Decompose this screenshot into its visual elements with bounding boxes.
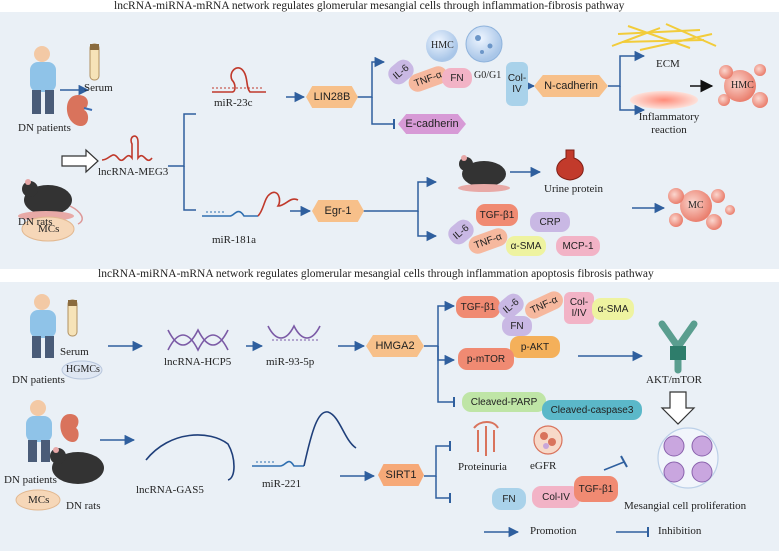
pill-crp: CRP <box>530 212 570 232</box>
label-inflammatory-reaction: Inflammatory reaction <box>638 111 700 136</box>
pill-tgf-b1-bottom: TGF-β1 <box>456 296 500 318</box>
pill-fn-top: FN <box>442 68 472 88</box>
pill-p-mtor: p-mTOR <box>458 348 514 370</box>
label-mcs-bottom: MCs <box>28 494 50 506</box>
pill-fn-bottom-b: FN <box>492 488 526 510</box>
panel-bottom-background <box>0 282 779 551</box>
label-mesangial-proliferation: Mesangial cell proliferation <box>624 500 747 512</box>
label-mir-221: miR-221 <box>262 478 302 490</box>
label-serum-top: Serum <box>84 82 113 94</box>
label-lncrna-gas5: lncRNA-GAS5 <box>136 484 204 496</box>
label-mir-23c: miR-23c <box>214 97 253 109</box>
label-lncrna-hcp5: lncRNA-HCP5 <box>164 356 232 368</box>
pill-col-i-iv: Col-I/IV <box>564 292 594 324</box>
node-hmga2: HMGA2 <box>366 335 424 357</box>
legend-inhibition-label: Inhibition <box>658 525 702 537</box>
pill-fn-bottom: FN <box>502 316 532 336</box>
label-serum-bottom: Serum <box>60 346 89 358</box>
pill-mcp-1: MCP-1 <box>556 236 600 256</box>
label-dn-patients-bottom: DN patients <box>12 374 65 386</box>
legend-promotion-label: Promotion <box>530 525 577 537</box>
panel-top-background <box>0 12 779 269</box>
node-lin28b: LIN28B <box>306 86 358 108</box>
node-n-cadherin: N-cadherin <box>534 75 608 97</box>
label-dn-patients-bottom-2: DN patients <box>4 474 57 486</box>
label-urine-protein: Urine protein <box>544 183 603 195</box>
label-mcs-top: MCs <box>38 223 60 235</box>
label-akt-mtor: AKT/mTOR <box>646 374 703 386</box>
label-dn-rats-bottom: DN rats <box>66 500 101 512</box>
label-dn-patients-top: DN patients <box>18 122 71 134</box>
panel-bottom-title: lncRNA-miRNA-mRNA network regulates glom… <box>98 268 654 280</box>
label-g0-g1: G0/G1 <box>474 70 502 81</box>
label-hmc-result: HMC <box>731 80 754 91</box>
pill-tgf-b1-bottom-b: TGF-β1 <box>574 476 618 502</box>
pill-a-sma-top: α-SMA <box>506 236 546 256</box>
label-egfr: eGFR <box>530 460 557 472</box>
pill-col-iv-bottom: Col-IV <box>532 486 580 508</box>
label-hmc-cell: HMC <box>431 40 454 51</box>
pill-col-iv-top: Col-IV <box>506 62 528 106</box>
pill-cleaved-parp: Cleaved-PARP <box>462 392 546 412</box>
label-lncrna-meg3: lncRNA-MEG3 <box>98 166 169 178</box>
node-e-cadherin: E-cadherin <box>398 114 466 134</box>
label-proteinuria: Proteinuria <box>458 461 507 473</box>
pill-p-akt: p-AKT <box>510 336 560 358</box>
pill-cleaved-caspase3: Cleaved-caspase3 <box>542 400 642 420</box>
panel-top-title: lncRNA-miRNA-mRNA network regulates glom… <box>114 0 625 12</box>
pill-a-sma-bottom: α-SMA <box>592 298 634 320</box>
node-sirt1: SIRT1 <box>378 464 424 486</box>
label-mc-result: MC <box>688 200 704 211</box>
label-hgmcs: HGMCs <box>66 364 100 375</box>
label-mir-181a: miR-181a <box>212 234 256 246</box>
label-mir-93-5p: miR-93-5p <box>266 356 315 368</box>
label-ecm: ECM <box>656 58 680 70</box>
pill-tgf-b1-top: TGF-β1 <box>476 204 518 226</box>
label-dn-rats-top: DN rats <box>18 216 53 228</box>
node-egr-1: Egr-1 <box>312 200 364 222</box>
